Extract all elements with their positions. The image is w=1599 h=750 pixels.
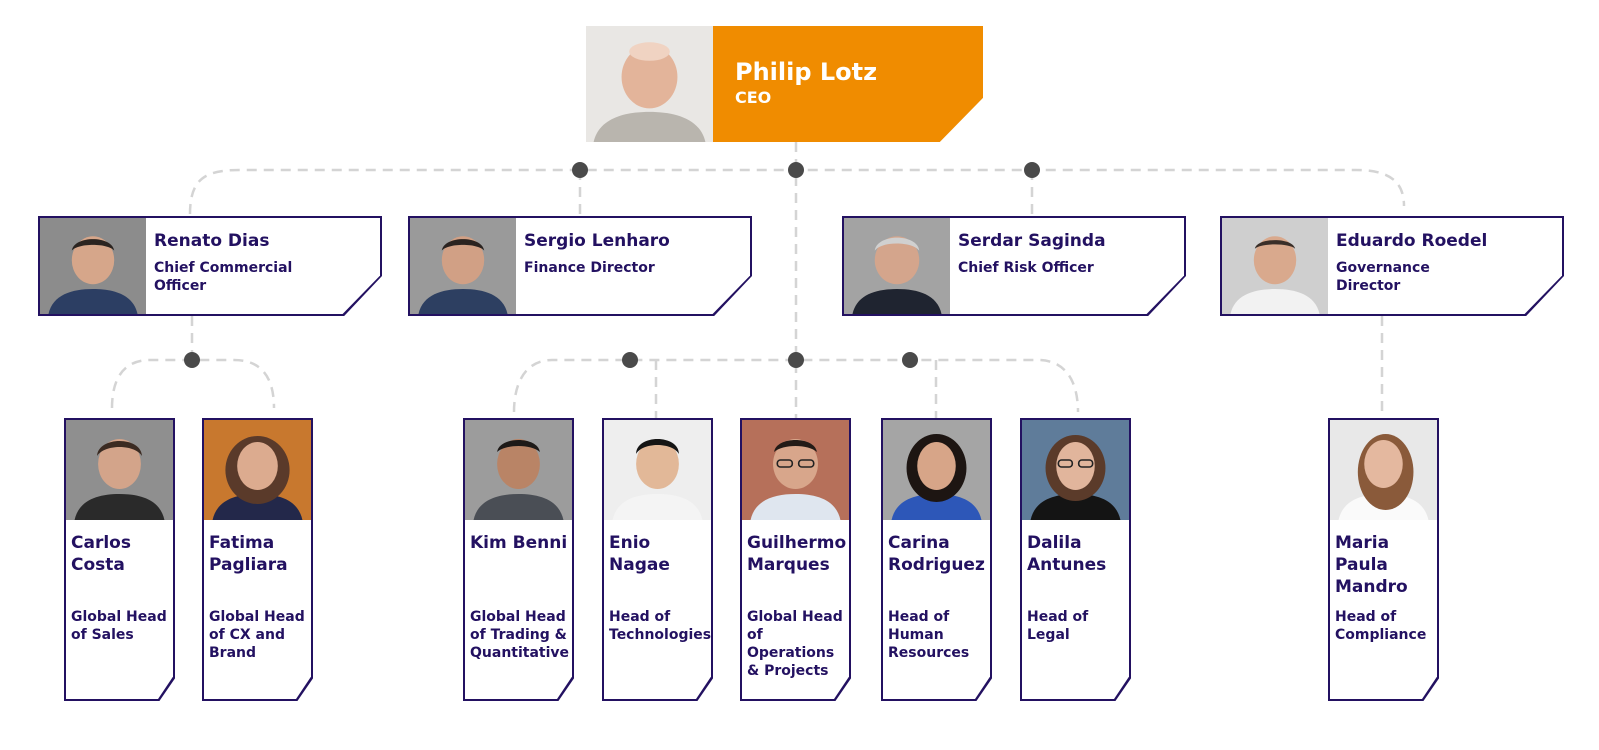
head-card-enio-nagae: Enio Nagae Head of Technologies — [602, 418, 713, 701]
head-photo — [1022, 420, 1129, 520]
head-card-fatima-pagliara: Fatima Pagliara Global Head of CX and Br… — [202, 418, 313, 701]
head-card-dalila-antunes: Dalila Antunes Head of Legal — [1020, 418, 1131, 701]
director-photo — [1222, 218, 1328, 314]
head-role: Global Head of Operations & Projects — [747, 609, 843, 679]
head-name: Kim Benni — [470, 533, 568, 553]
director-photo — [410, 218, 516, 314]
ceo-panel: Philip Lotz CEO — [713, 26, 983, 142]
head-card-carina-rodriguez: Carina Rodriguez Head of Human Resources — [881, 418, 992, 701]
head-card-carlos-costa: Carlos Costa Global Head of Sales — [64, 418, 175, 701]
head-photo — [66, 420, 173, 520]
head-name: Carlos Costa — [71, 533, 131, 575]
director-photo — [844, 218, 950, 314]
head-photo — [604, 420, 711, 520]
head-name: Guilhermo Marques — [747, 533, 847, 575]
head-role: Global Head of Sales — [71, 609, 167, 643]
head-card-guilhermo-marques: Guilhermo Marques Global Head of Operati… — [740, 418, 851, 701]
director-card-renato-dias: Renato Dias Chief Commercial Officer — [38, 216, 382, 316]
head-photo — [742, 420, 849, 520]
head-name: Carina Rodriguez — [888, 533, 985, 575]
head-name: Fatima Pagliara — [209, 533, 288, 575]
director-name: Eduardo Roedel — [1336, 231, 1488, 251]
head-photo — [204, 420, 311, 520]
head-photo — [883, 420, 990, 520]
ceo-card: Philip Lotz CEO — [586, 26, 983, 142]
director-name: Renato Dias — [154, 231, 270, 251]
head-role: Global Head of CX and Brand — [209, 609, 305, 661]
head-name: Maria Paula Mandro — [1335, 533, 1408, 597]
head-card-maria-paula-mandro: Maria Paula Mandro Head of Compliance — [1328, 418, 1439, 701]
director-name: Sergio Lenharo — [524, 231, 670, 251]
director-photo — [40, 218, 146, 314]
director-role: Finance Director — [524, 260, 655, 276]
director-role: Chief Commercial Officer — [154, 260, 293, 294]
head-photo — [1330, 420, 1437, 520]
head-name: Dalila Antunes — [1027, 533, 1107, 575]
head-role: Head of Legal — [1027, 609, 1089, 643]
head-role: Head of Human Resources — [888, 609, 970, 661]
director-card-sergio-lenharo: Sergio Lenharo Finance Director — [408, 216, 752, 316]
head-role: Head of Compliance — [1335, 609, 1427, 643]
head-card-kim-benni: Kim Benni Global Head of Trading & Quant… — [463, 418, 574, 701]
ceo-photo — [586, 26, 713, 142]
director-role: Chief Risk Officer — [958, 260, 1094, 276]
head-role: Head of Technologies — [609, 609, 712, 643]
director-name: Serdar Saginda — [958, 231, 1106, 251]
ceo-role: CEO — [735, 88, 772, 107]
head-name: Enio Nagae — [609, 533, 670, 575]
head-photo — [465, 420, 572, 520]
director-role: Governance Director — [1336, 260, 1430, 294]
head-role: Global Head of Trading & Quantitative — [470, 609, 570, 661]
director-card-eduardo-roedel: Eduardo Roedel Governance Director — [1220, 216, 1564, 316]
director-card-serdar-saginda: Serdar Saginda Chief Risk Officer — [842, 216, 1186, 316]
ceo-name: Philip Lotz — [735, 58, 878, 86]
